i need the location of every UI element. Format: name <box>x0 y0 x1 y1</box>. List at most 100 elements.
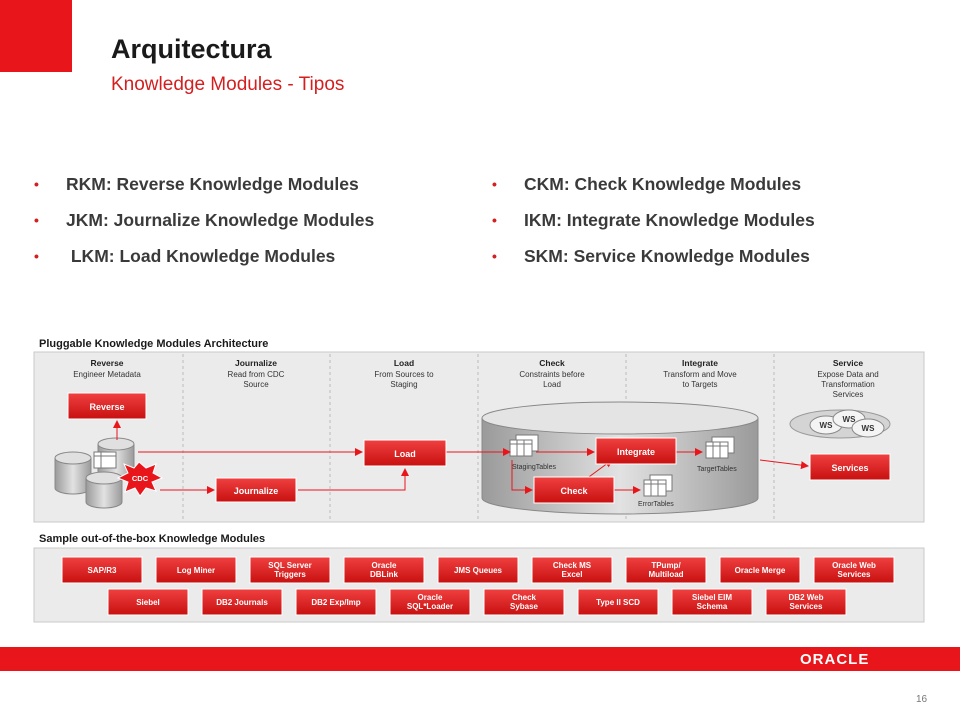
architecture-panel <box>33 351 925 523</box>
bullet-dot: • <box>492 176 497 192</box>
knowledge-module-box <box>249 556 331 584</box>
error-tables-label: ErrorTables <box>638 501 674 508</box>
knowledge-module-label: SQL*Loader <box>407 602 453 611</box>
knowledge-module-label: DB2 Web <box>789 593 824 602</box>
column-header-title: Check <box>539 358 565 368</box>
slide-title: Arquitectura <box>111 34 272 64</box>
flow-arrow <box>298 468 409 491</box>
column-header-description: Source <box>243 380 269 389</box>
knowledge-module-label: SQL Server <box>268 561 311 570</box>
ws-label: WS <box>820 421 834 430</box>
journalize-box <box>215 477 297 503</box>
knowledge-module-label: Services <box>790 602 823 611</box>
bullet-dot: • <box>34 176 39 192</box>
knowledge-module-box <box>437 556 519 584</box>
knowledge-module-label: Check <box>512 593 537 602</box>
column-header-description: From Sources to <box>374 370 434 379</box>
column-header-description: Engineer Metadata <box>73 370 141 379</box>
flow-arrow <box>759 459 809 470</box>
knowledge-module-box <box>671 588 753 616</box>
knowledge-module-label: SAP/R3 <box>88 566 117 575</box>
error-tables-icon <box>643 474 673 497</box>
knowledge-module-label: Excel <box>562 570 583 579</box>
cdc-starburst-icon <box>116 461 164 497</box>
cdc-label: CDC <box>132 474 149 483</box>
knowledge-module-box <box>201 588 283 616</box>
knowledge-module-box <box>483 588 565 616</box>
bullet-dot: • <box>34 212 39 228</box>
services-box <box>809 453 891 481</box>
check-box <box>533 476 615 504</box>
knowledge-module-label: DBLink <box>370 570 399 579</box>
target-tables-label: TargetTables <box>697 466 737 473</box>
services-box-label: Services <box>831 463 868 473</box>
knowledge-module-box <box>155 556 237 584</box>
knowledge-module-box <box>343 556 425 584</box>
knowledge-module-label: DB2 Exp/Imp <box>311 598 360 607</box>
flow-connectors <box>113 420 809 494</box>
knowledge-module-label: Type II SCD <box>596 598 640 607</box>
knowledge-module-label: Oracle <box>372 561 397 570</box>
load-box <box>363 439 447 467</box>
bullet-dot: • <box>492 212 497 228</box>
bullet-dot: • <box>34 248 39 264</box>
sample-modules-title: Sample out-of-the-box Knowledge Modules <box>39 533 265 545</box>
column-header-description: Transform and Move <box>663 370 737 379</box>
oracle-logo: ORACLE <box>800 651 870 668</box>
knowledge-module-box <box>719 556 801 584</box>
knowledge-module-box <box>625 556 707 584</box>
bullet-item: •SKM: Service Knowledge Modules <box>492 246 810 266</box>
column-header-description: Expose Data and <box>817 370 878 379</box>
knowledge-module-label: DB2 Journals <box>216 598 268 607</box>
web-services-cloud-icon: WS WS WS <box>789 409 891 439</box>
knowledge-module-label: Oracle Merge <box>735 566 786 575</box>
bullet-item: •IKM: Integrate Knowledge Modules <box>492 210 815 230</box>
column-header-description: Constraints before <box>519 370 585 379</box>
integrate-box-label: Integrate <box>617 447 655 457</box>
column-header-description: to Targets <box>683 380 718 389</box>
column-header-title: Load <box>394 358 414 368</box>
column-header-title: Integrate <box>682 358 718 368</box>
source-table-icon <box>93 451 117 469</box>
staging-database-top <box>481 401 759 435</box>
knowledge-module-box <box>389 588 471 616</box>
journalize-box-label: Journalize <box>234 486 279 496</box>
source-database-icon <box>54 451 92 465</box>
slide-subtitle: Knowledge Modules - Tipos <box>111 74 345 95</box>
knowledge-module-label: Sybase <box>510 602 539 611</box>
ws-label: WS <box>862 424 876 433</box>
knowledge-module-box <box>61 556 143 584</box>
knowledge-module-label: Triggers <box>274 570 306 579</box>
source-database-icon <box>85 471 123 485</box>
knowledge-module-box <box>531 556 613 584</box>
column-header-description: Load <box>543 380 561 389</box>
knowledge-module-box <box>107 588 189 616</box>
knowledge-module-label: Check MS <box>553 561 592 570</box>
ws-label: WS <box>843 415 857 424</box>
architecture-title: Pluggable Knowledge Modules Architecture <box>39 338 268 350</box>
load-box-label: Load <box>394 449 416 459</box>
knowledge-module-box <box>765 588 847 616</box>
reverse-box <box>67 392 147 420</box>
source-databases <box>54 437 135 509</box>
bullet-list-left: •RKM: Reverse Knowledge Modules •JKM: Jo… <box>34 173 374 281</box>
check-box-label: Check <box>560 486 588 496</box>
column-header-description: Read from CDC <box>228 370 285 379</box>
column-header-title: Reverse <box>90 358 123 368</box>
column-header-description: Services <box>833 390 864 399</box>
reverse-box-label: Reverse <box>89 402 124 412</box>
knowledge-module-box <box>577 588 659 616</box>
knowledge-module-label: Siebel <box>136 598 160 607</box>
bullet-item: •CKM: Check Knowledge Modules <box>492 174 802 194</box>
target-tables-icon <box>705 436 735 459</box>
knowledge-module-label: Siebel EIM <box>692 593 732 602</box>
bullet-item: •JKM: Journalize Knowledge Modules <box>34 210 375 230</box>
source-database-icon <box>97 437 135 451</box>
knowledge-module-box <box>813 556 895 584</box>
footer-bar <box>0 647 960 671</box>
knowledge-module-label: Schema <box>697 602 728 611</box>
knowledge-module-label: Oracle <box>418 593 443 602</box>
page-number: 16 <box>916 694 928 705</box>
